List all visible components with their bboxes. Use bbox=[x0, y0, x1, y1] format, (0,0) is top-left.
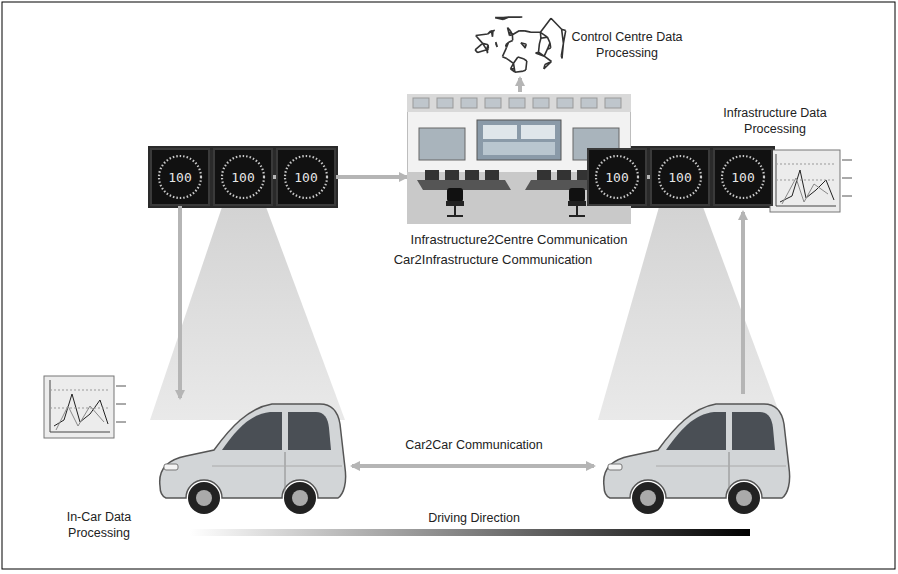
speed-sign: 100 bbox=[713, 148, 773, 206]
annotation-label: Car2Car Communication bbox=[368, 438, 580, 454]
annotation-label: Driving Direction bbox=[368, 511, 580, 527]
speed-sign: 100 bbox=[213, 148, 273, 206]
chart-graphic bbox=[44, 376, 126, 438]
chart-graphic bbox=[770, 150, 852, 212]
speed-value: 100 bbox=[668, 170, 691, 185]
node-heading: Infrastructure2Centre Communication bbox=[411, 232, 628, 248]
car-picture bbox=[604, 404, 790, 514]
direction-bar bbox=[190, 529, 750, 536]
arrow bbox=[518, 78, 522, 92]
car-picture bbox=[152, 398, 348, 516]
node-heading: In-Car Data Processing bbox=[40, 510, 158, 541]
annotation-label: Infrastructure Data Processing bbox=[700, 106, 850, 137]
speed-value: 100 bbox=[605, 170, 628, 185]
gantry bbox=[585, 146, 775, 208]
speed-sign: 100 bbox=[150, 148, 210, 206]
flow-arrow bbox=[178, 206, 182, 398]
annotation-label: Car2Infrastructure Communication bbox=[318, 252, 668, 268]
road-map bbox=[475, 17, 566, 72]
arrow bbox=[741, 212, 745, 394]
light-cone bbox=[150, 207, 345, 420]
speed-sign: 100 bbox=[650, 148, 710, 206]
speed-value: 100 bbox=[168, 170, 191, 185]
road-lines bbox=[475, 17, 566, 72]
speed-value: 100 bbox=[294, 170, 317, 185]
speed-sign: 100 bbox=[587, 148, 647, 206]
speed-sign: 100 bbox=[276, 148, 336, 206]
arrow bbox=[352, 464, 594, 468]
speed-value: 100 bbox=[731, 170, 754, 185]
speed-value: 100 bbox=[231, 170, 254, 185]
car-node: In-Car Data Processing bbox=[152, 398, 348, 516]
gantry bbox=[148, 146, 338, 208]
annotation-label: Control Centre Data Processing bbox=[566, 30, 688, 61]
